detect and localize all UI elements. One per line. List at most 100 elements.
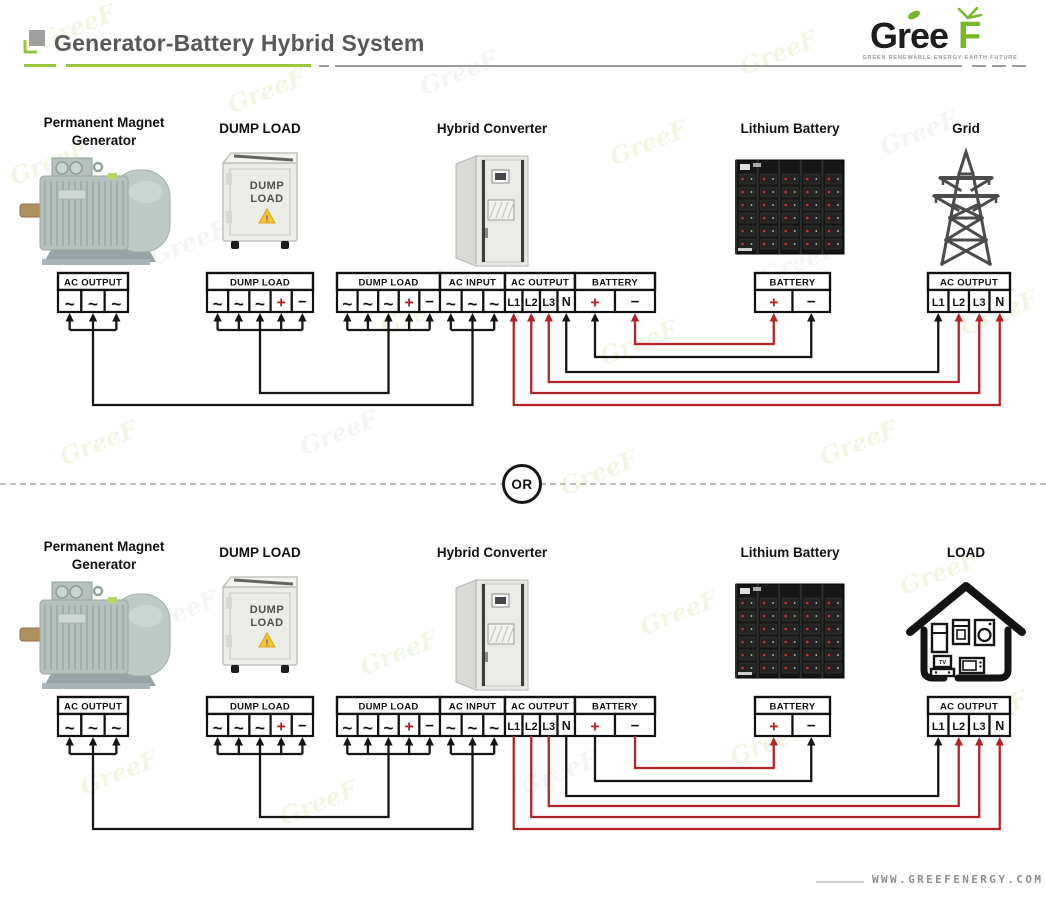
- battery-component: Lithium Battery: [740, 545, 840, 560]
- svg-text:−: −: [807, 294, 816, 311]
- svg-text:LOAD: LOAD: [250, 617, 283, 629]
- wire-link: [633, 736, 778, 770]
- svg-text:L1: L1: [932, 297, 945, 309]
- svg-text:L3: L3: [973, 721, 986, 733]
- svg-text:−: −: [807, 718, 816, 735]
- wire-link: [590, 313, 816, 359]
- svg-text:N: N: [995, 719, 1004, 733]
- svg-text:AC OUTPUT: AC OUTPUT: [511, 278, 569, 289]
- svg-text:AC INPUT: AC INPUT: [449, 278, 496, 289]
- svg-text:−: −: [631, 294, 640, 311]
- svg-text:Grid: Grid: [952, 121, 980, 136]
- title-underline-green-short: [24, 64, 56, 67]
- svg-text:L3: L3: [973, 297, 986, 309]
- terminal-block-conv_dump: DUMP LOAD~~~+−: [335, 271, 442, 314]
- svg-text:LOAD: LOAD: [250, 193, 283, 205]
- svg-text:+: +: [277, 719, 286, 736]
- footer-line: [816, 881, 864, 883]
- svg-text:DUMP LOAD: DUMP LOAD: [219, 545, 301, 560]
- svg-text:!: !: [266, 639, 269, 648]
- title-underline-gray-dash: [992, 65, 1006, 67]
- svg-text:~: ~: [88, 295, 98, 314]
- footer-url: WWW.GREEFENERGY.COM: [872, 873, 1044, 886]
- svg-text:N: N: [562, 719, 571, 733]
- terminal-block-conv_batt: BATTERY+−: [573, 695, 657, 738]
- converter-component: Hybrid Converter: [437, 545, 548, 560]
- svg-text:+: +: [590, 719, 599, 736]
- wire-link: [562, 313, 943, 374]
- terminal-cell: [103, 712, 130, 738]
- svg-text:~: ~: [213, 719, 223, 738]
- svg-text:Lithium Battery: Lithium Battery: [740, 545, 840, 560]
- generator-illustration: [19, 581, 171, 689]
- title-underline-gray-dash: [1012, 65, 1026, 67]
- svg-text:AC OUTPUT: AC OUTPUT: [940, 702, 998, 713]
- svg-text:−: −: [298, 718, 307, 735]
- svg-text:+: +: [769, 295, 778, 312]
- title-underline-green-long: [66, 64, 311, 67]
- svg-text:~: ~: [446, 719, 456, 738]
- svg-text:~: ~: [65, 295, 75, 314]
- svg-text:~: ~: [363, 719, 373, 738]
- svg-text:DUMP LOAD: DUMP LOAD: [230, 278, 290, 289]
- svg-text:~: ~: [468, 295, 478, 314]
- wire-link: [565, 736, 943, 798]
- svg-text:BATTERY: BATTERY: [770, 702, 816, 713]
- wire-link: [630, 313, 778, 346]
- svg-text:~: ~: [363, 295, 373, 314]
- svg-text:!: !: [266, 215, 269, 224]
- svg-text:DUMP LOAD: DUMP LOAD: [219, 121, 301, 136]
- battery-illustration: [735, 583, 845, 679]
- svg-text:DUMP LOAD: DUMP LOAD: [358, 278, 418, 289]
- svg-text:Lithium Battery: Lithium Battery: [740, 121, 840, 136]
- svg-text:L2: L2: [952, 297, 965, 309]
- svg-text:L1: L1: [932, 721, 945, 733]
- wire-link: [509, 313, 1004, 407]
- terminal-block-gen_out: AC OUTPUT~~~: [56, 695, 130, 738]
- svg-text:L1: L1: [507, 721, 520, 733]
- terminal-cell: [988, 288, 1012, 314]
- svg-text:~: ~: [111, 295, 121, 314]
- svg-text:DUMP: DUMP: [250, 604, 284, 616]
- wire-link: [530, 736, 984, 819]
- svg-text:~: ~: [384, 719, 394, 738]
- terminal-block-conv_dump: DUMP LOAD~~~+−: [335, 695, 442, 738]
- svg-text:Hybrid Converter: Hybrid Converter: [437, 545, 548, 560]
- svg-text:DUMP LOAD: DUMP LOAD: [358, 702, 418, 713]
- terminal-cell: [613, 288, 657, 314]
- turbine-blades-icon: [957, 6, 983, 20]
- terminal-block-dump: DUMP LOAD~~~+−: [205, 271, 315, 314]
- house-illustration: TV: [906, 582, 1026, 682]
- title-underline-gray-line: [335, 65, 962, 67]
- terminal-cell: [290, 712, 315, 738]
- svg-text:TV: TV: [939, 660, 946, 666]
- battery-component: Lithium Battery: [740, 121, 840, 136]
- right-component: Grid: [952, 121, 980, 136]
- terminal-block-gen_out: AC OUTPUT ~ ~ ~: [56, 271, 130, 314]
- svg-text:~: ~: [65, 719, 75, 738]
- page-title: Generator-Battery Hybrid System: [54, 30, 425, 56]
- terminal-cell: [988, 712, 1012, 738]
- wire-link: [512, 736, 1004, 831]
- svg-text:L1: L1: [507, 297, 520, 309]
- terminal-cell: [103, 288, 130, 314]
- svg-text:BATTERY: BATTERY: [592, 702, 638, 713]
- svg-text:+: +: [404, 295, 413, 312]
- svg-text:LOAD: LOAD: [947, 545, 985, 560]
- dumpload-component: DUMP LOAD: [219, 121, 301, 136]
- title-underline-gray-dash: [972, 65, 986, 67]
- svg-text:~: ~: [489, 719, 499, 738]
- terminal-cell: [290, 288, 315, 314]
- svg-text:AC OUTPUT: AC OUTPUT: [64, 278, 122, 289]
- terminal-block-dump: DUMP LOAD~~~+−: [205, 695, 315, 738]
- wire-link: [547, 736, 963, 808]
- svg-text:~: ~: [234, 295, 244, 314]
- terminal-block-batt: BATTERY+−: [753, 695, 832, 738]
- terminal-block-conv_batt: BATTERY+−: [573, 271, 657, 314]
